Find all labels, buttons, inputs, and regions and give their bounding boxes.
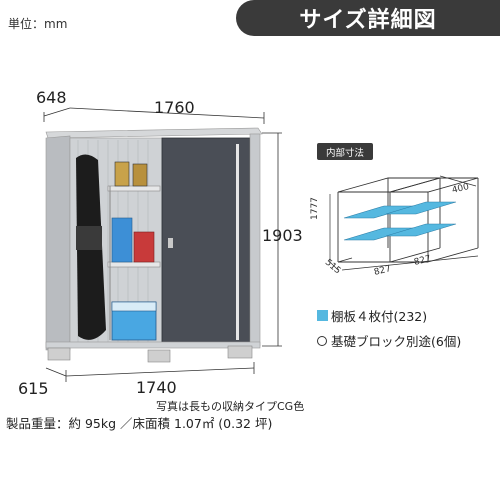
boots-item: [114, 161, 130, 187]
door-handle: [236, 144, 239, 340]
width-bottom-label: 1740: [136, 378, 177, 397]
width-dimension-line-top: [69, 107, 265, 119]
foundation-block: [227, 345, 253, 359]
depth-top-label: 648: [36, 88, 67, 107]
shed-sliding-door: [161, 137, 251, 347]
shed-roof: [45, 127, 263, 139]
legend-block-text: 基礎ブロック別途(6個): [331, 334, 462, 349]
circle-icon: [317, 335, 327, 346]
interior-dimension-badge: 内部寸法: [317, 143, 373, 160]
page-title: サイズ詳細図: [236, 0, 500, 36]
shelf-board: [385, 223, 457, 237]
legend-block: 基礎ブロック別途(6個): [317, 331, 461, 350]
legend-shelf: 棚板４枚付(232): [317, 306, 427, 325]
interior-height-label: 1777: [310, 197, 320, 220]
width-dimension-line-bottom: [65, 367, 255, 377]
depth-dimension-line-top: [43, 107, 71, 117]
shelf-swatch-icon: [317, 310, 328, 321]
product-spec: 製品重量：約 95kg ／床面積 1.07㎡ (0.32 坪): [6, 416, 273, 431]
legend-shelf-text: 棚板４枚付(232): [331, 309, 428, 324]
width-top-label: 1760: [154, 98, 195, 117]
storage-tank-item: [111, 217, 133, 263]
shelf-board: [385, 201, 457, 215]
photo-note: 写真は長もの収納タイプCG色: [156, 400, 305, 413]
depth-dimension-line-bottom: [45, 367, 67, 377]
foundation-block: [47, 347, 71, 361]
depth-bottom-label: 615: [18, 379, 49, 398]
height-label: 1903: [262, 226, 303, 245]
unit-label: 単位：mm: [8, 17, 68, 31]
foundation-block: [147, 349, 171, 363]
